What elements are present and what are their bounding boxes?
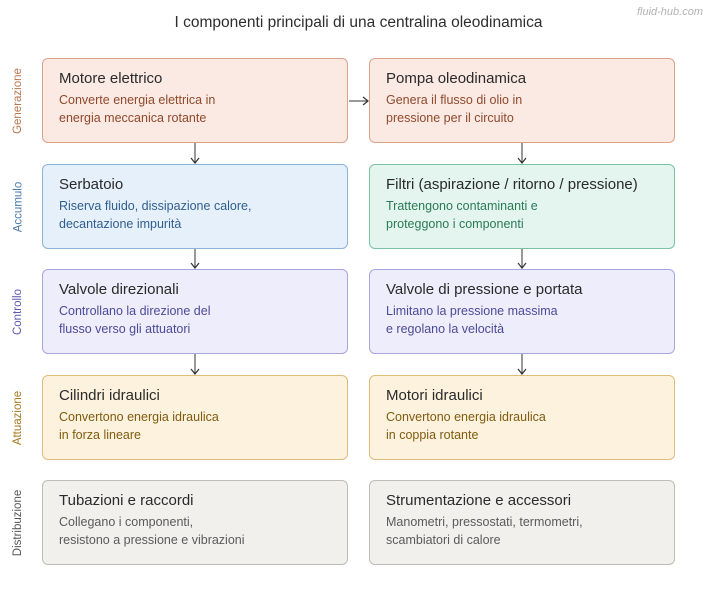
component-title: Tubazioni e raccordi bbox=[59, 492, 194, 509]
component-box-1-1: Filtri (aspirazione / ritorno / pression… bbox=[369, 164, 675, 249]
diagram-title: I componenti principali di una centralin… bbox=[174, 14, 543, 31]
component-title: Filtri (aspirazione / ritorno / pression… bbox=[386, 176, 638, 193]
component-title: Motore elettrico bbox=[59, 70, 163, 87]
component-title: Pompa oleodinamica bbox=[386, 70, 527, 87]
arrow-down-2-0 bbox=[190, 354, 200, 375]
component-title: Serbatoio bbox=[59, 176, 124, 193]
component-title: Valvole di pressione e portata bbox=[386, 281, 583, 298]
component-description: Manometri, pressostati, termometri, scam… bbox=[386, 515, 583, 547]
component-title: Valvole direzionali bbox=[59, 281, 179, 298]
component-description: Genera il flusso di olio in pressione pe… bbox=[386, 93, 523, 125]
arrow-down-2-1 bbox=[517, 354, 527, 375]
component-title: Cilindri idraulici bbox=[59, 387, 160, 404]
component-description: Convertono energia idraulica in coppia r… bbox=[386, 410, 546, 442]
arrow-down-1-1 bbox=[517, 249, 527, 269]
arrow-down-1-0 bbox=[190, 249, 200, 269]
component-description: Riserva fluido, dissipazione calore, dec… bbox=[59, 199, 252, 231]
arrow-motor-to-pump bbox=[349, 96, 369, 106]
component-description: Controllano la direzione del flusso vers… bbox=[59, 304, 211, 336]
component-title: Motori idraulici bbox=[386, 387, 483, 404]
component-description: Convertono energia idraulica in forza li… bbox=[59, 410, 219, 442]
component-description: Limitano la pressione massima e regolano… bbox=[386, 304, 558, 336]
arrow-down-0-0 bbox=[190, 143, 200, 164]
watermark: fluid-hub.com bbox=[636, 6, 703, 18]
component-description: Trattengono contaminanti e proteggono i … bbox=[386, 199, 538, 231]
arrow-down-0-1 bbox=[517, 143, 527, 164]
component-description: Converte energia elettrica in energia me… bbox=[59, 93, 216, 125]
component-description: Collegano i componenti, resistono a pres… bbox=[59, 515, 245, 547]
component-title: Strumentazione e accessori bbox=[386, 492, 572, 509]
